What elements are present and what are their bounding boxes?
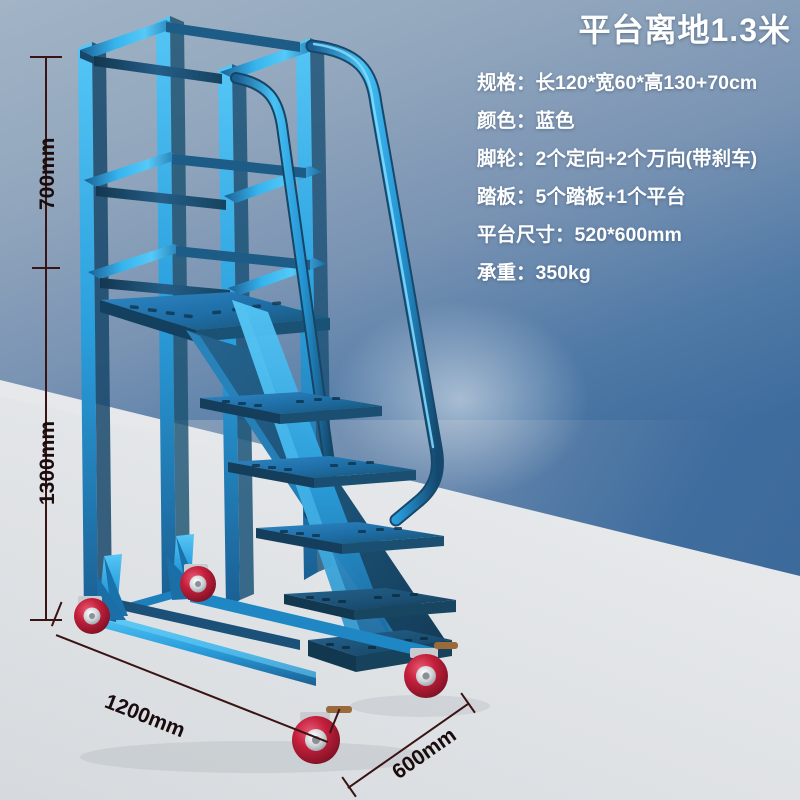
spec-item-casters: 脚轮：2个定向+2个万向(带刹车) [477, 148, 758, 170]
product-title: 平台离地1.3米 [578, 12, 791, 48]
top-platform-deck [100, 292, 330, 342]
specification-list: 规格：长120*宽60*高130+70cm 颜色：蓝色 脚轮：2个定向+2个万向… [455, 64, 795, 292]
step-tread [228, 456, 416, 488]
spec-item-color: 颜色：蓝色 [477, 110, 575, 132]
spec-item-steps: 踏板：5个踏板+1个平台 [477, 186, 686, 208]
spec-item-load-capacity: 承重：350kg [477, 262, 591, 284]
caster-rear-right [180, 564, 216, 602]
step-tread [200, 392, 382, 424]
dimension-label-700: 700mm [36, 137, 59, 210]
spec-item-size: 规格：长120*宽60*高130+70cm [477, 72, 758, 94]
step-tread [256, 522, 444, 554]
dim-cap-bottom [30, 619, 62, 621]
caster-front-right-with-brake [404, 642, 458, 698]
dim-line-700 [45, 56, 47, 268]
specification-panel: 平台离地1.3米 规格：长120*宽60*高130+70cm 颜色：蓝色 脚轮：… [455, 8, 795, 292]
spec-item-platform-size: 平台尺寸：520*600mm [477, 224, 682, 246]
handrail-long [305, 39, 444, 527]
dim-line-1300 [45, 268, 47, 620]
guardrail-cross-rails [94, 22, 310, 300]
dimension-label-1300: 1300mm [36, 420, 59, 505]
caster-front-left-with-brake [292, 706, 352, 764]
caster-rear-left [74, 596, 110, 634]
step-tread [284, 588, 456, 620]
